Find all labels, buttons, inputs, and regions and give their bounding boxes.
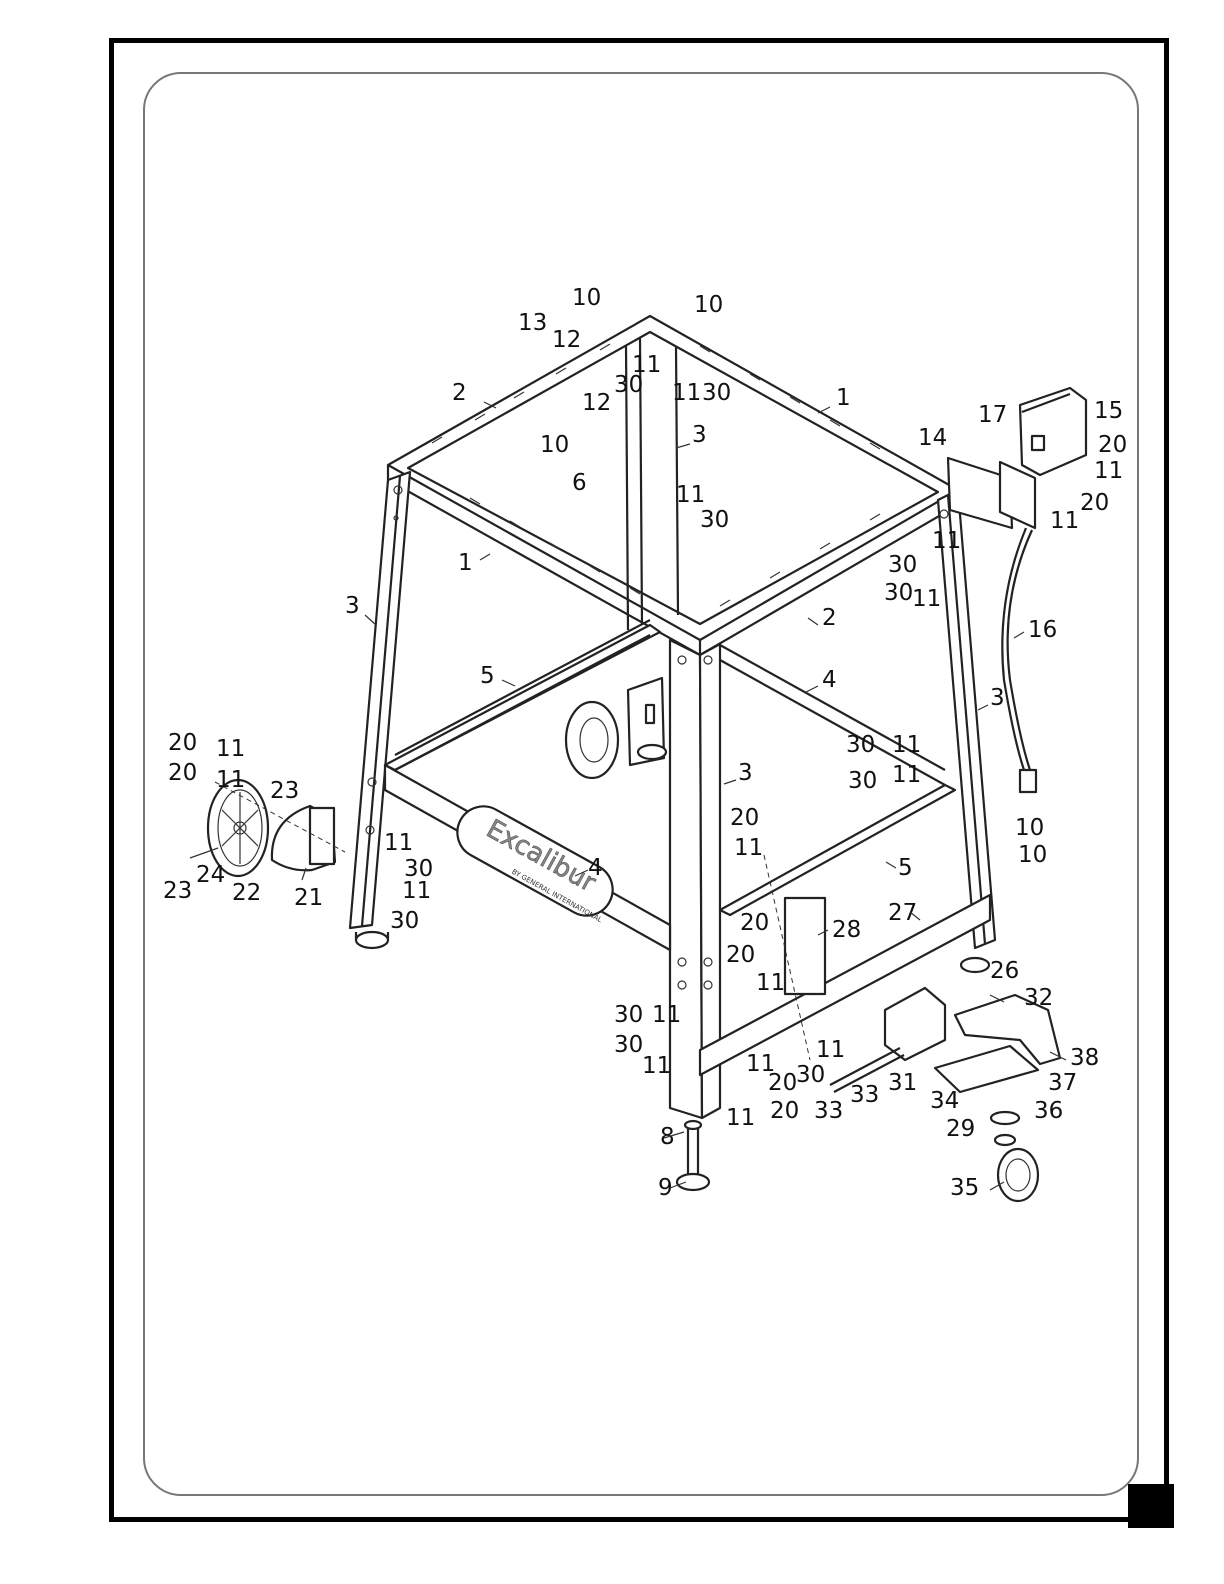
label-3: 3 [692,422,707,448]
label-13: 13 [518,310,547,336]
label-11: 11 [676,482,705,508]
label-31: 31 [888,1070,917,1096]
label-11: 11 [642,1053,671,1079]
label-30: 30 [884,580,913,606]
label-10: 10 [1015,815,1044,841]
label-11: 11 [726,1105,755,1131]
back-caster-assembly [566,678,666,778]
label-11: 11 [932,528,961,554]
label-2: 2 [452,380,467,406]
label-11: 11 [734,835,763,861]
label-11: 11 [672,380,701,406]
label-20: 20 [740,910,769,936]
label-10: 10 [540,432,569,458]
label-21: 21 [294,885,323,911]
label-36: 36 [1034,1098,1063,1124]
label-15: 15 [1094,398,1123,424]
label-20: 20 [730,805,759,831]
label-11: 11 [652,1002,681,1028]
label-3: 3 [345,593,360,619]
label-11: 11 [1050,508,1079,534]
label-4: 4 [822,667,837,693]
label-4: 4 [588,855,603,881]
label-20: 20 [1098,432,1127,458]
label-2: 2 [822,605,837,631]
label-12: 12 [582,390,611,416]
label-17: 17 [978,402,1007,428]
label-28: 28 [832,917,861,943]
label-26: 26 [990,958,1019,984]
label-16: 16 [1028,617,1057,643]
label-20: 20 [1080,490,1109,516]
label-27: 27 [888,900,917,926]
label-33: 33 [850,1082,879,1108]
label-20: 20 [768,1070,797,1096]
label-38: 38 [1070,1045,1099,1071]
label-33: 33 [814,1098,843,1124]
label-5: 5 [480,663,495,689]
label-30: 30 [846,732,875,758]
label-11: 11 [216,736,245,762]
label-24: 24 [196,862,225,888]
label-30: 30 [614,372,643,398]
label-1: 1 [836,385,851,411]
label-35: 35 [950,1175,979,1201]
label-12: 12 [552,327,581,353]
label-30: 30 [848,768,877,794]
label-30: 30 [614,1002,643,1028]
label-30: 30 [796,1062,825,1088]
label-11: 11 [912,586,941,612]
label-11: 11 [384,830,413,856]
label-3: 3 [990,685,1005,711]
label-34: 34 [930,1088,959,1114]
label-20: 20 [770,1098,799,1124]
label-30: 30 [700,507,729,533]
label-11: 11 [756,970,785,996]
label-22: 22 [232,880,261,906]
label-11: 11 [892,762,921,788]
label-11: 11 [1094,458,1123,484]
label-14: 14 [918,425,947,451]
stand-top-frame [388,316,958,655]
label-30: 30 [614,1032,643,1058]
label-10: 10 [572,285,601,311]
label-30: 30 [888,552,917,578]
label-5: 5 [898,855,913,881]
label-10: 10 [1018,842,1047,868]
label-11: 11 [892,732,921,758]
label-1: 1 [458,550,473,576]
label-20: 20 [726,942,755,968]
label-20: 20 [168,760,197,786]
label-11: 11 [402,878,431,904]
label-37: 37 [1048,1070,1077,1096]
label-20: 20 [168,730,197,756]
label-30: 30 [702,380,731,406]
label-23: 23 [270,778,299,804]
label-11: 11 [816,1037,845,1063]
front-left-leg [350,472,410,948]
label-3: 3 [738,760,753,786]
label-32: 32 [1024,985,1053,1011]
label-23: 23 [163,878,192,904]
label-29: 29 [946,1116,975,1142]
label-6: 6 [572,470,587,496]
label-10: 10 [694,292,723,318]
label-11: 11 [216,767,245,793]
label-30: 30 [390,908,419,934]
